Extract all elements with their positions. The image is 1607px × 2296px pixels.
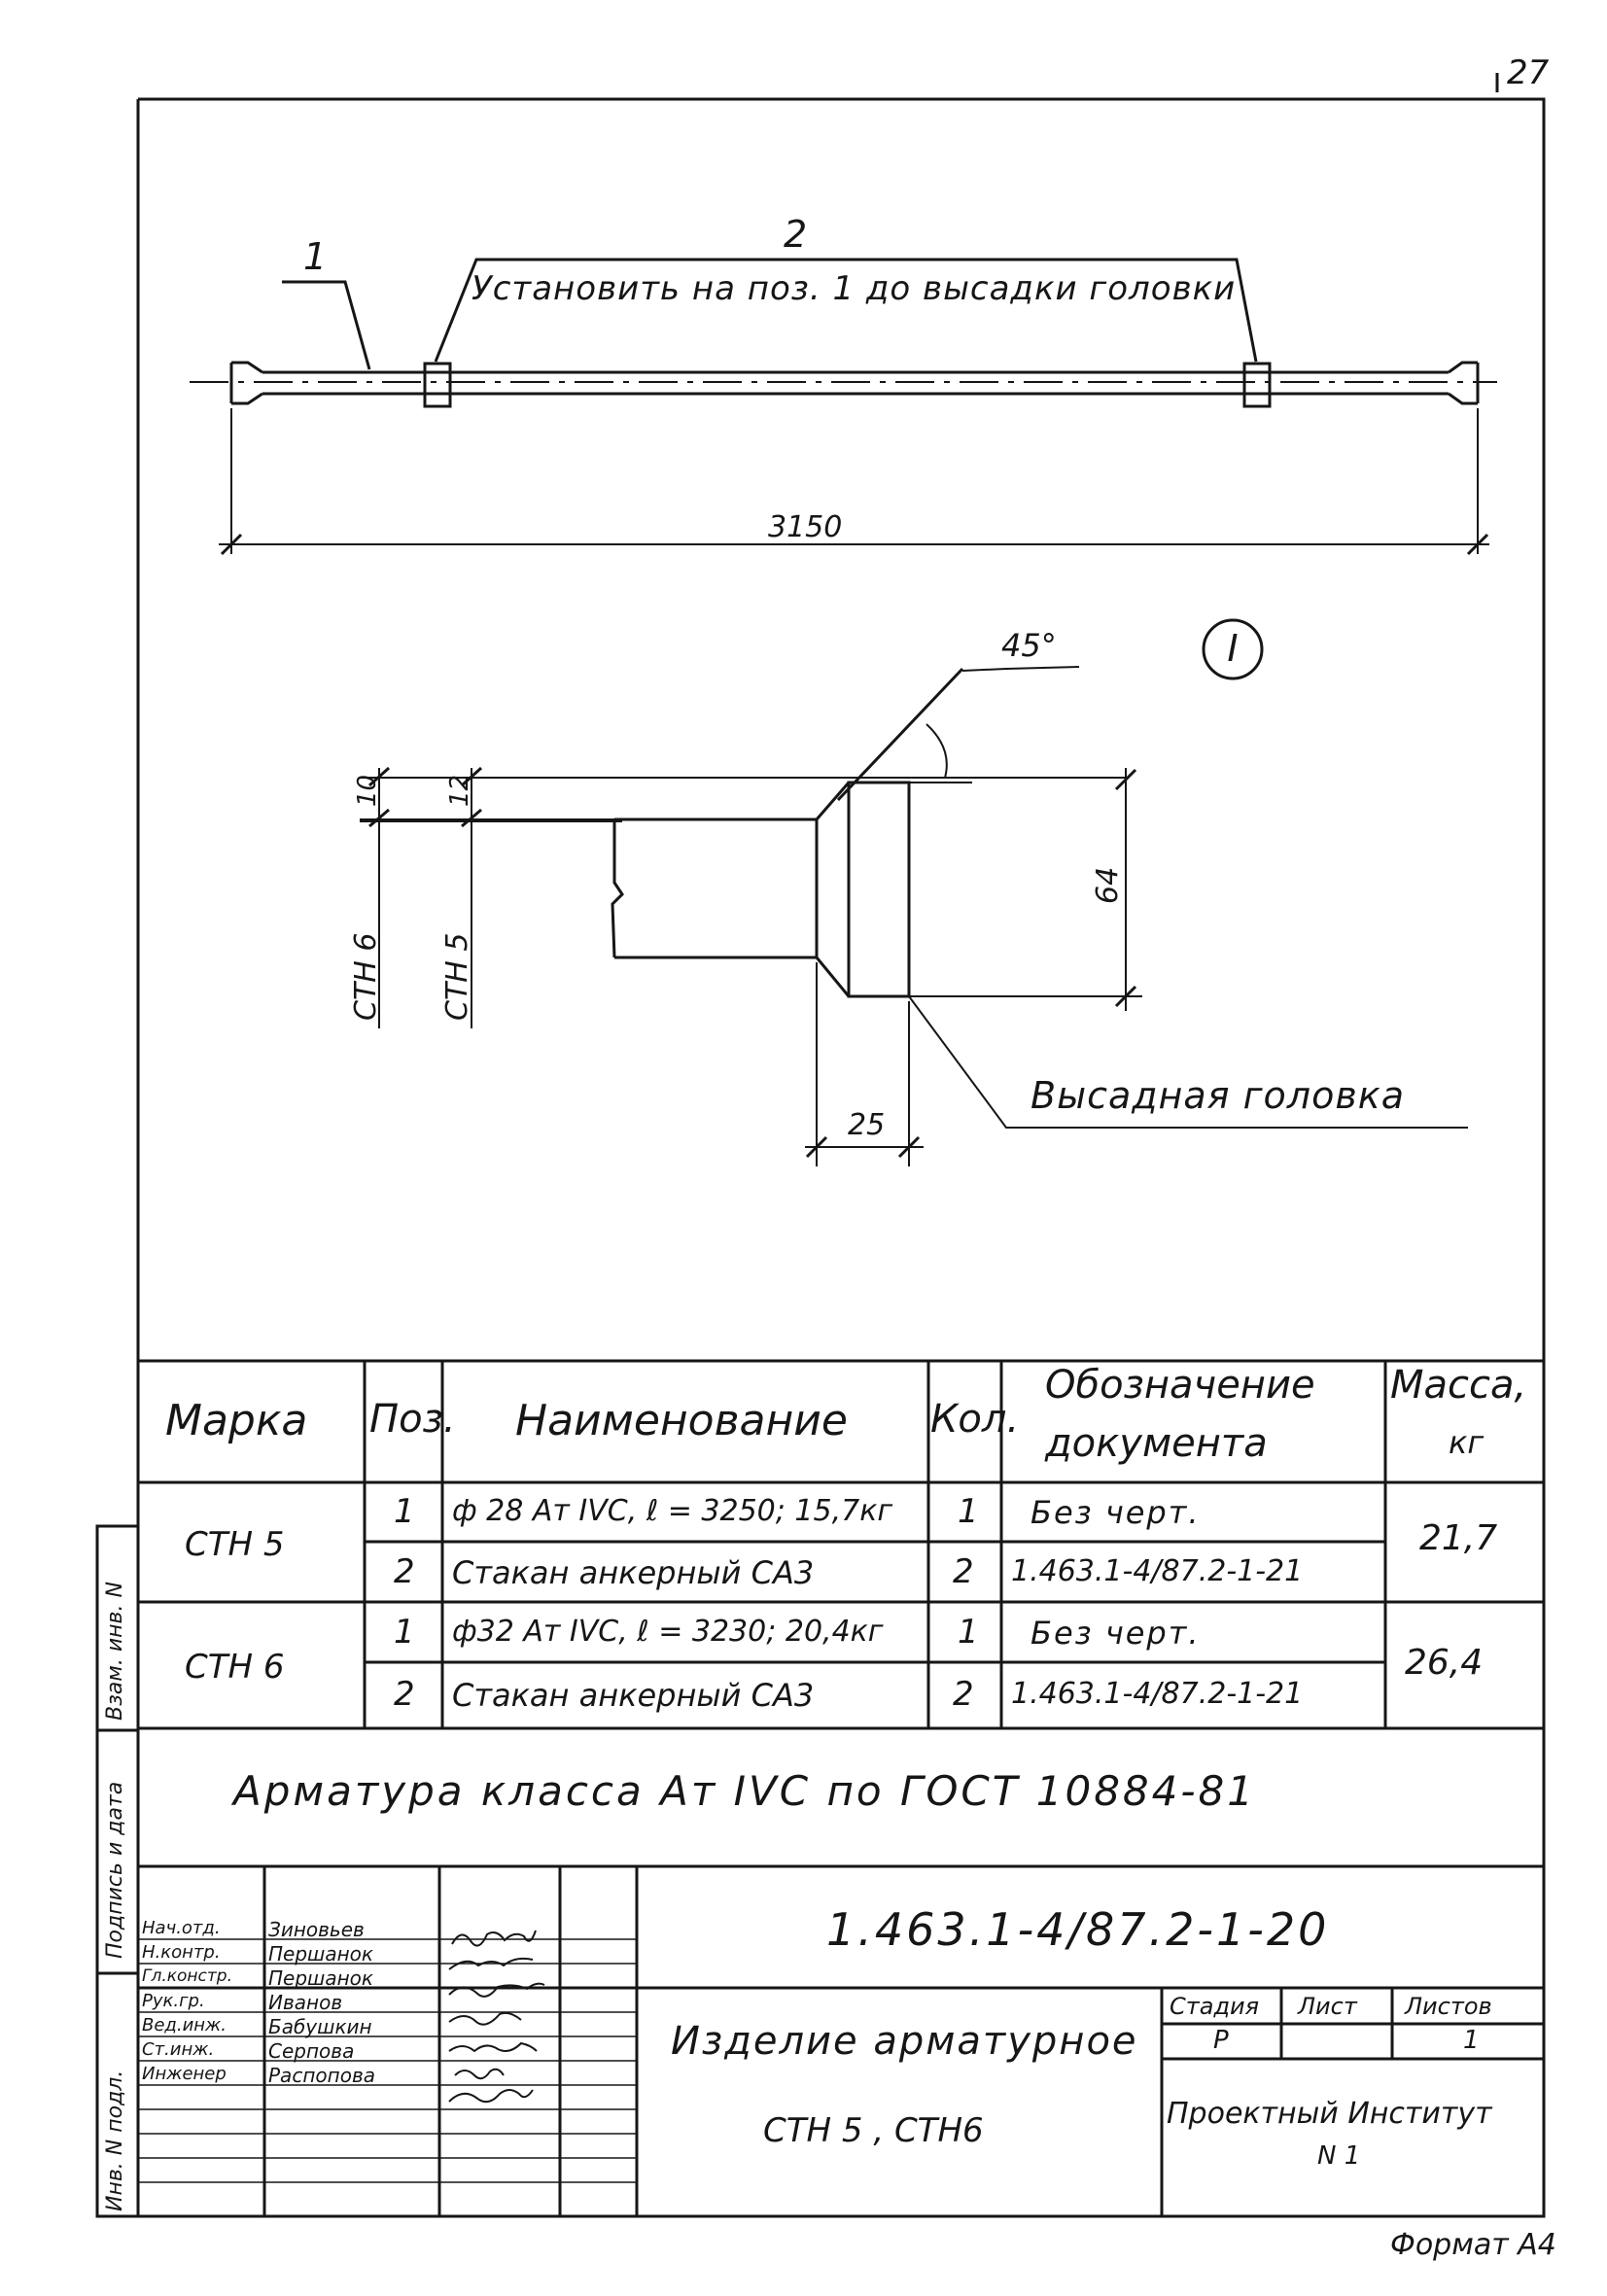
row-doc: 1.463.1-4/87.2-1-21 bbox=[1011, 1677, 1304, 1711]
person-name: Бабушкин bbox=[268, 2015, 372, 2038]
sheet-number: 27 bbox=[1507, 53, 1550, 92]
chamfer-angle-dimension: 45° bbox=[1001, 627, 1057, 664]
row-qty: 1 bbox=[958, 1613, 979, 1652]
row-pos: 1 bbox=[394, 1492, 415, 1531]
detail-mark: I bbox=[1227, 627, 1239, 670]
sheets-header: Листов bbox=[1405, 1993, 1492, 2020]
role-label: Инженер bbox=[142, 2064, 227, 2084]
row-name: ф32 Ат IVС, ℓ = 3230; 20,4кг bbox=[452, 1615, 884, 1649]
header-doc-line1: Обозначение bbox=[1045, 1363, 1315, 1408]
row-doc: 1.463.1-4/87.2-1-21 bbox=[1011, 1554, 1304, 1588]
row-pos: 1 bbox=[394, 1613, 415, 1652]
header-qty: Кол. bbox=[930, 1397, 1020, 1442]
installation-note: Установить на поз. 1 до высадки головки bbox=[472, 269, 1237, 308]
stamp-signature-date: Подпись и дата bbox=[103, 1781, 127, 1959]
sheet-header: Лист bbox=[1298, 1993, 1357, 2020]
head-label: Высадная головка bbox=[1031, 1074, 1405, 1117]
header-mark: Марка bbox=[165, 1396, 308, 1445]
header-mass-line1: Масса, bbox=[1390, 1363, 1527, 1408]
row-name: ф 28 Ат IVС, ℓ = 3250; 15,7кг bbox=[452, 1494, 893, 1528]
person-name: Иванов bbox=[268, 1991, 343, 2014]
stage-header: Стадия bbox=[1170, 1993, 1260, 2020]
item-name-line2: СТН 5 , СТН6 bbox=[763, 2111, 984, 2150]
position-1-label: 1 bbox=[303, 235, 328, 278]
header-pos: Поз. bbox=[369, 1397, 456, 1442]
header-doc-line2: документа bbox=[1045, 1421, 1268, 1466]
role-label: Нач.отд. bbox=[142, 1918, 221, 1938]
header-name: Наименование bbox=[515, 1396, 848, 1445]
group-mass: 21,7 bbox=[1419, 1518, 1498, 1558]
row-name: Стакан анкерный СА3 bbox=[452, 1554, 815, 1591]
header-mass-line2: кг bbox=[1449, 1424, 1485, 1461]
group-mark: СТН 6 bbox=[185, 1648, 285, 1687]
row-qty: 2 bbox=[953, 1675, 974, 1714]
role-label: Н.контр. bbox=[142, 1942, 221, 1963]
dim-12: 12 bbox=[445, 774, 474, 807]
dim-25: 25 bbox=[848, 1108, 886, 1142]
row-pos: 2 bbox=[394, 1552, 415, 1591]
person-name: Першанок bbox=[268, 1966, 373, 1990]
organization-line2: N 1 bbox=[1317, 2141, 1361, 2171]
format-label: Формат А4 bbox=[1390, 2228, 1556, 2262]
person-name: Зиновьев bbox=[268, 1918, 365, 1941]
dim-64: 64 bbox=[1091, 866, 1125, 904]
row-doc: Без черт. bbox=[1031, 1494, 1201, 1531]
role-label: Ст.инж. bbox=[142, 2039, 215, 2060]
role-label: Вед.инж. bbox=[142, 2015, 227, 2035]
role-label: Рук.гр. bbox=[142, 1991, 205, 2011]
position-2-label: 2 bbox=[784, 213, 808, 256]
item-name-line1: Изделие арматурное bbox=[671, 2019, 1138, 2064]
row-pos: 2 bbox=[394, 1675, 415, 1714]
row-doc: Без черт. bbox=[1031, 1615, 1201, 1652]
stamp-inventory-original: Инв. N подл. bbox=[103, 2070, 127, 2211]
row-qty: 1 bbox=[958, 1492, 979, 1531]
label-sth5: СТН 5 bbox=[440, 932, 474, 1021]
reinforcement-note: Арматура класса Ат IVС по ГОСТ 10884-81 bbox=[233, 1767, 1256, 1815]
group-mass: 26,4 bbox=[1405, 1643, 1484, 1683]
role-label: Гл.констр. bbox=[142, 1966, 232, 1986]
dim-10: 10 bbox=[353, 774, 382, 807]
person-name: Серпова bbox=[268, 2039, 355, 2063]
document-designation: 1.463.1-4/87.2-1-20 bbox=[826, 1903, 1330, 1956]
stamp-inventory-replacement: Взам. инв. N bbox=[103, 1582, 127, 1721]
stage-value: Р bbox=[1213, 2026, 1229, 2055]
organization-line1: Проектный Институт bbox=[1167, 2097, 1492, 2131]
label-sth6: СТН 6 bbox=[349, 932, 383, 1021]
signature-scribbles bbox=[448, 1930, 545, 2104]
person-name: Першанок bbox=[268, 1942, 373, 1966]
sheets-value: 1 bbox=[1463, 2026, 1480, 2055]
person-name: Распопова bbox=[268, 2064, 375, 2087]
overall-length-dimension: 3150 bbox=[768, 510, 843, 544]
row-name: Стакан анкерный СА3 bbox=[452, 1677, 815, 1714]
group-mark: СТН 5 bbox=[185, 1525, 285, 1564]
row-qty: 2 bbox=[953, 1552, 974, 1591]
